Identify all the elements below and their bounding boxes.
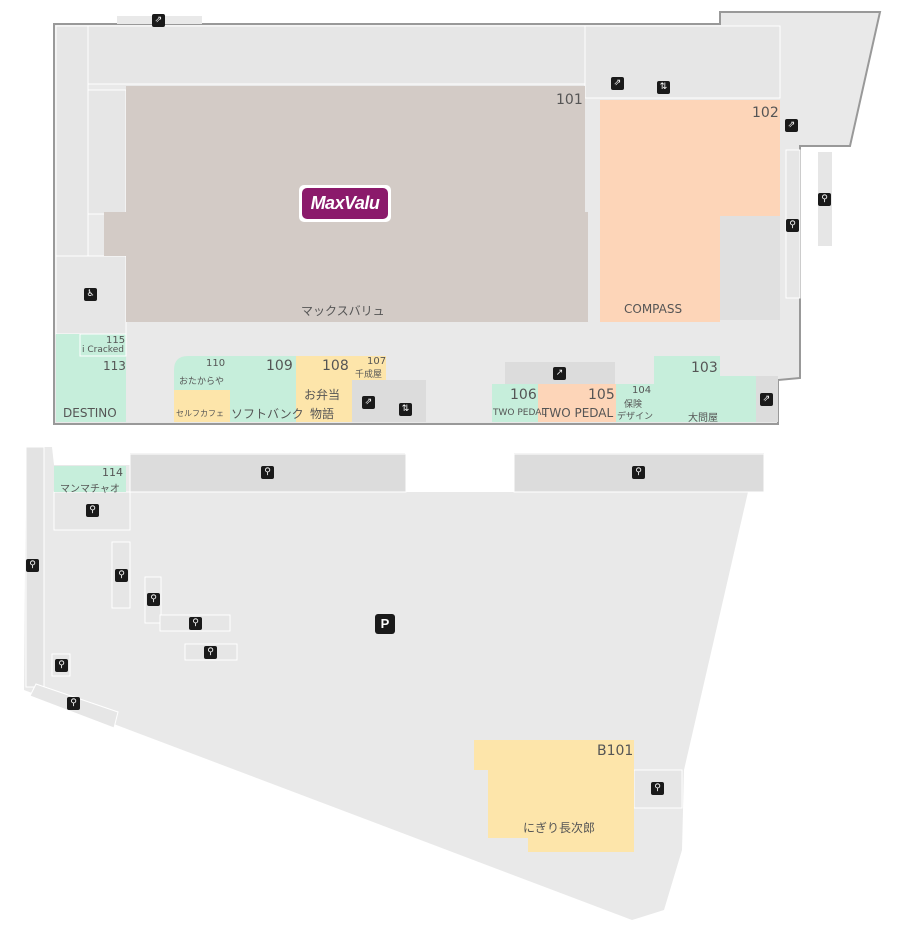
- stairs-icon[interactable]: [760, 393, 773, 406]
- stairs-icon[interactable]: [611, 77, 624, 90]
- shop-102-number: 102: [752, 105, 779, 121]
- corridor-top: [87, 25, 586, 85]
- shop-106-name: TWO PEDAL: [493, 408, 547, 418]
- shop-102-area[interactable]: [600, 100, 780, 322]
- cafe-name: セルフカフェ: [176, 409, 224, 418]
- shop-105-number: 105: [588, 387, 615, 403]
- shop-109-name: ソフトバンク: [231, 407, 304, 421]
- bicycle-icon[interactable]: [204, 646, 217, 659]
- shop-102-name: COMPASS: [624, 302, 683, 316]
- shop-110-name: おたからや: [179, 377, 225, 387]
- shop-b101-area[interactable]: [474, 740, 634, 852]
- bicycle-icon[interactable]: [86, 504, 99, 517]
- bicycle-icon[interactable]: [261, 466, 274, 479]
- shop-113-name: DESTINO: [63, 406, 117, 420]
- shop-104-name-1: 保険: [624, 400, 643, 410]
- maxvalu-logo-text: MaxValu: [302, 188, 388, 219]
- shop-110-area[interactable]: [174, 356, 230, 390]
- shop-101-number: 101: [556, 92, 583, 108]
- stairs-icon[interactable]: [785, 119, 798, 132]
- shop-115-number: 115: [106, 335, 126, 346]
- shop-109-area[interactable]: [230, 356, 296, 422]
- shop-103-area[interactable]: [654, 356, 756, 422]
- bicycle-icon[interactable]: [147, 593, 160, 606]
- cafe-area[interactable]: [174, 390, 230, 422]
- shop-108-area[interactable]: [296, 356, 352, 422]
- bicycle-icon[interactable]: [818, 193, 831, 206]
- shop-108-name-1: お弁当: [304, 388, 341, 402]
- shop-104-area[interactable]: [616, 384, 654, 422]
- shop-104-number: 104: [632, 385, 652, 396]
- parking-sign[interactable]: P: [375, 614, 395, 634]
- shop-114-area[interactable]: [54, 466, 126, 492]
- bicycle-icon[interactable]: [189, 617, 202, 630]
- shop-107-area[interactable]: [352, 356, 386, 380]
- shop-113-number: 113: [103, 359, 126, 373]
- shop-107-name: 千成屋: [355, 370, 383, 380]
- shop-b101-number: B101: [597, 743, 634, 759]
- bicycle-icon[interactable]: [651, 782, 664, 795]
- elevator-icon[interactable]: [399, 403, 412, 416]
- elevator-icon[interactable]: [657, 81, 670, 94]
- left-rooms: [87, 89, 127, 215]
- stairs-icon[interactable]: [152, 14, 165, 27]
- shop-114-number: 114: [102, 466, 123, 479]
- bicycle-icon[interactable]: [786, 219, 799, 232]
- bicycle-icon[interactable]: [55, 659, 68, 672]
- bicycle-icon[interactable]: [26, 559, 39, 572]
- bicycle-icon[interactable]: [115, 569, 128, 582]
- shop-109-number: 109: [266, 358, 293, 374]
- left-column: [55, 25, 89, 257]
- toilet-icon[interactable]: [84, 288, 97, 301]
- shop-115-name: i Cracked: [82, 345, 124, 355]
- shop-b101-name: にぎり長次郎: [523, 821, 596, 835]
- shop-114-name: マンマチャオ: [60, 484, 120, 495]
- bicycle-icon[interactable]: [67, 697, 80, 710]
- shop-115-area[interactable]: [79, 333, 127, 357]
- shop-108-number: 108: [322, 358, 349, 374]
- escalator-icon[interactable]: [553, 367, 566, 380]
- stairs-icon[interactable]: [362, 396, 375, 409]
- shop-104-name-2: デザイン: [617, 412, 654, 422]
- shop-108-name-2: 物語: [310, 407, 335, 421]
- shop-105-area[interactable]: [538, 384, 616, 422]
- shop-105-name: TWO PEDAL: [542, 406, 614, 420]
- shop-106-number: 106: [510, 387, 537, 403]
- maxvalu-logo[interactable]: MaxValu: [299, 185, 391, 222]
- shop-106-area[interactable]: [492, 384, 538, 422]
- parking-area: [24, 447, 764, 920]
- shop-103-name: 大問屋: [688, 413, 718, 424]
- shop-107-number: 107: [367, 356, 387, 367]
- bicycle-icon[interactable]: [632, 466, 645, 479]
- shop-101-name: マックスバリュ: [301, 304, 385, 318]
- shop-110-number: 110: [206, 358, 226, 369]
- shop-103-number: 103: [691, 360, 718, 376]
- room-near-102: [720, 216, 780, 320]
